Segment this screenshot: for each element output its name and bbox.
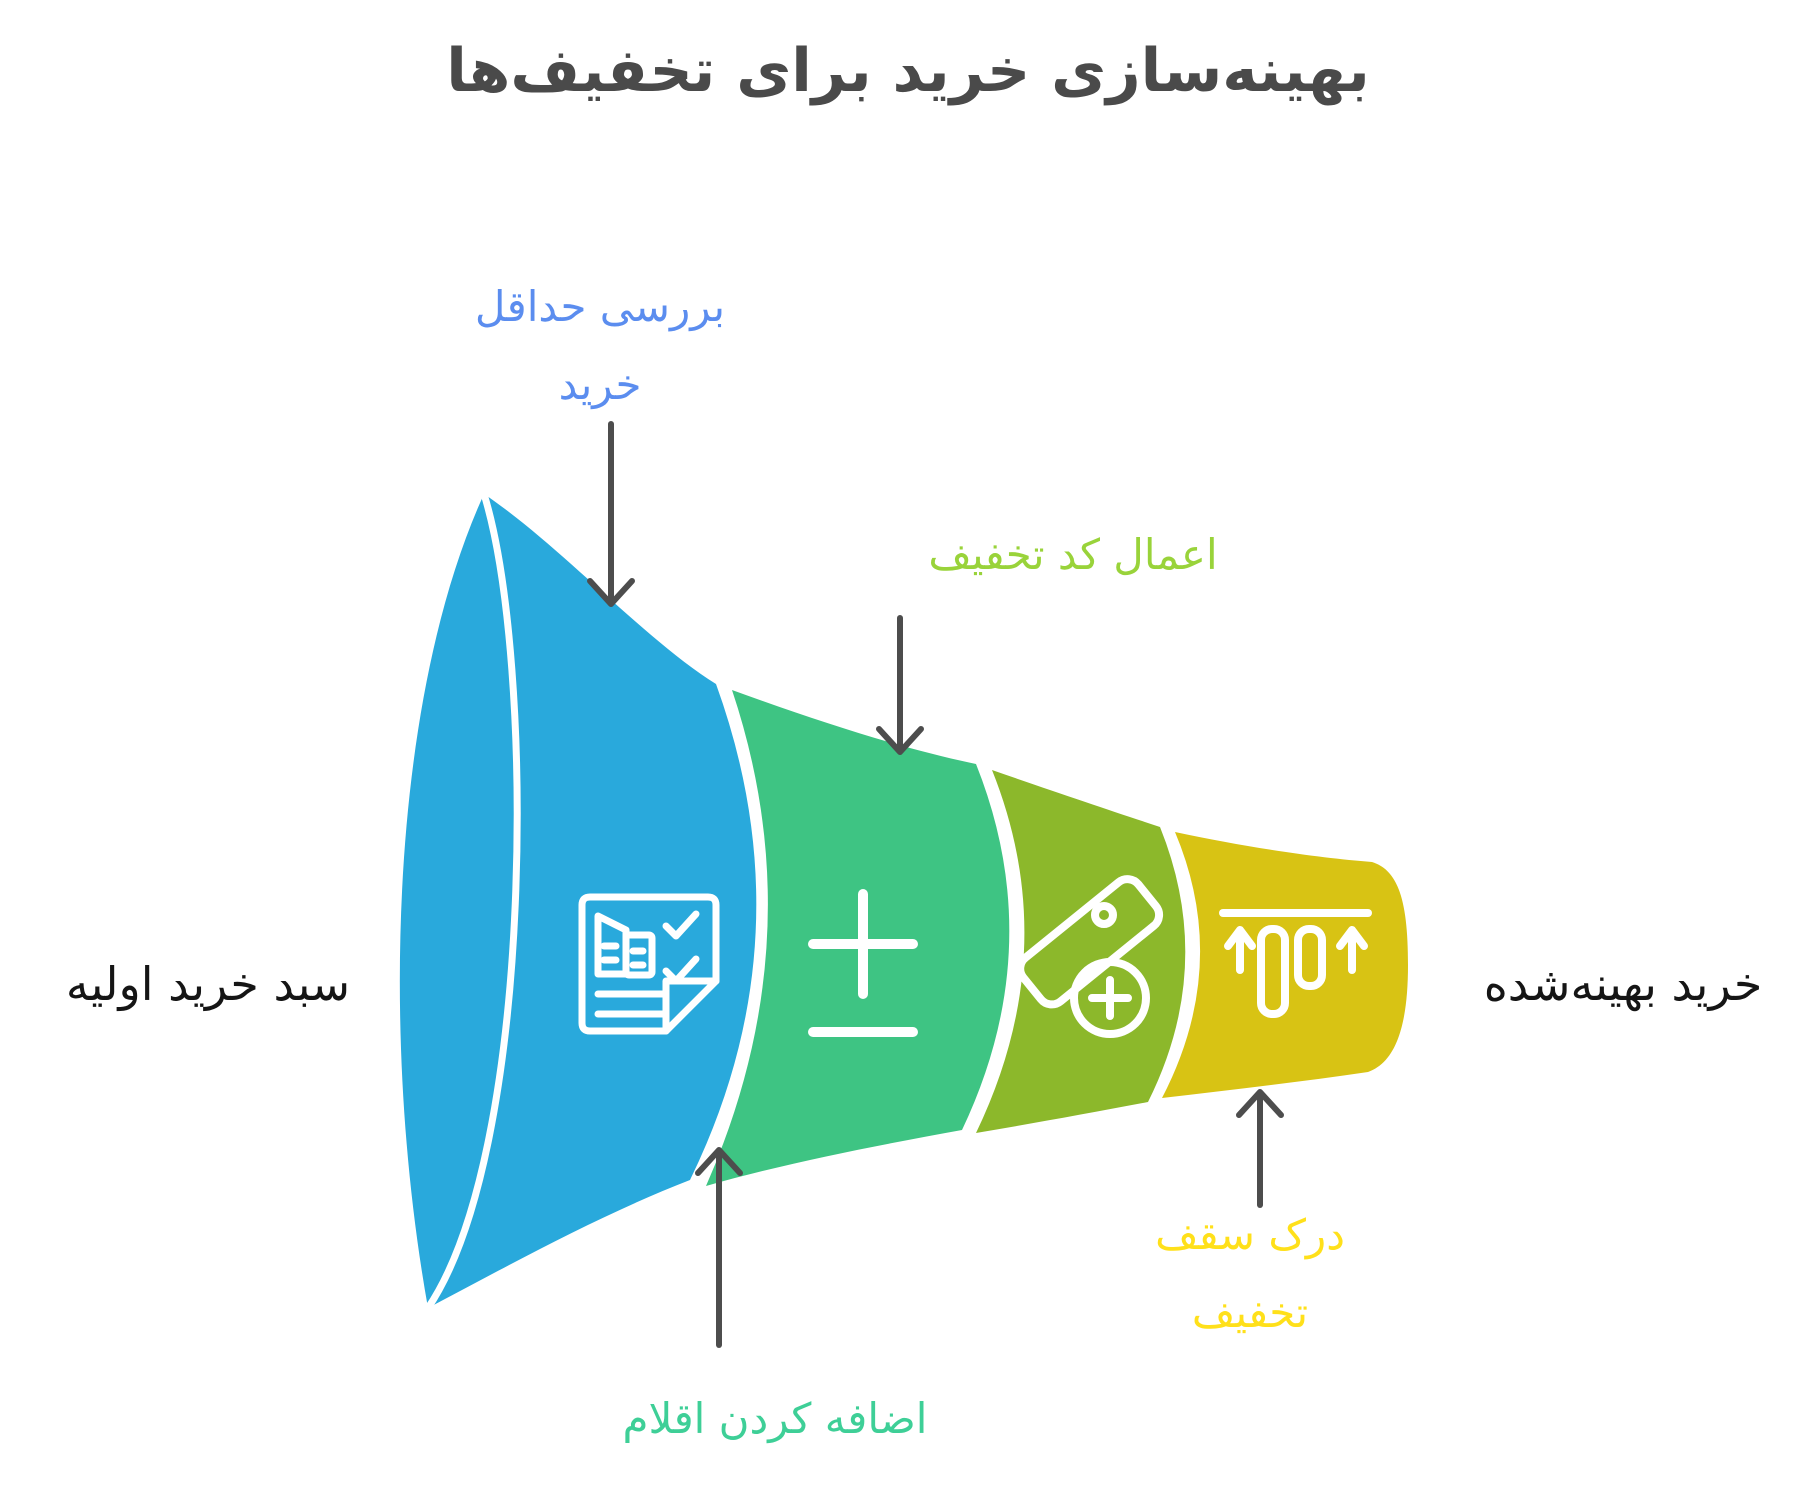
arrow-apply-code	[876, 615, 924, 755]
arrow-discount-cap	[1236, 1089, 1284, 1208]
funnel-segment-add-items	[706, 690, 1010, 1186]
stage-label-add-items: اضافه کردن اقلام	[622, 1394, 928, 1443]
discount-tag-add-icon	[1016, 875, 1164, 1038]
funnel-segment-apply-code	[976, 770, 1186, 1133]
funnel-output-label: خرید بهینه‌شده	[1483, 957, 1763, 1011]
funnel-segment-minimum-purchase	[399, 494, 757, 1308]
plus-minus-icon	[808, 889, 918, 1037]
arrow-minimum-purchase	[587, 421, 635, 607]
discount-cap-icon	[1219, 909, 1372, 1018]
funnel-mouth-rim	[424, 490, 521, 1312]
stage-label-apply-code: اعمال کد تخفیف	[928, 530, 1218, 579]
stage-label-minimum-purchase: بررسی حداقل خرید	[474, 282, 726, 409]
page-title: بهینه‌سازی خرید برای تخفیف‌ها	[446, 36, 1370, 106]
stage-label-discount-cap: درک سقف تخفیف	[1155, 1210, 1345, 1337]
funnel-input-label: سبد خرید اولیه	[65, 957, 351, 1011]
arrow-add-items	[695, 1147, 743, 1348]
checklist-document-icon	[578, 893, 720, 1035]
